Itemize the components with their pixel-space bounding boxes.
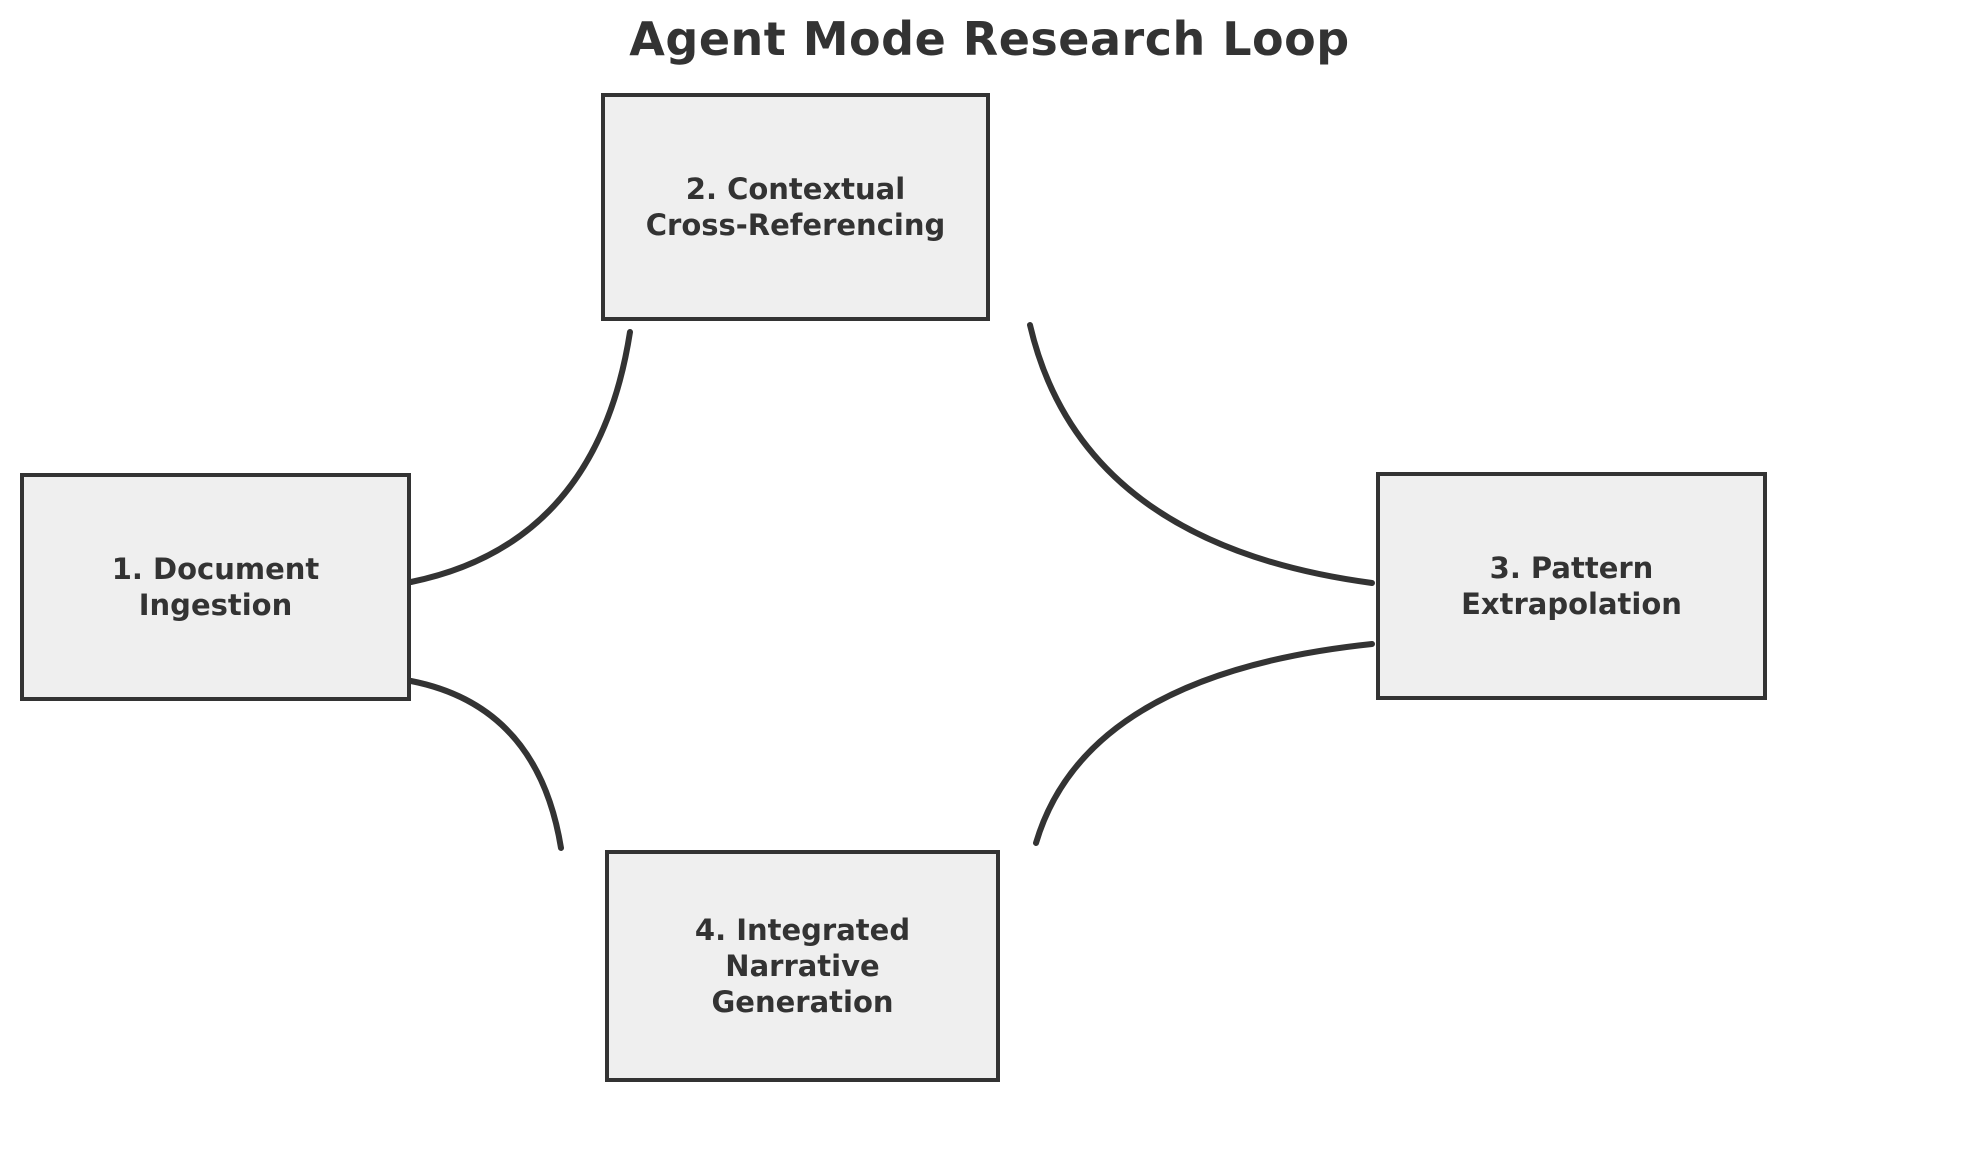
node-integrated-narrative-generation: 4. Integrated Narrative Generation [605,850,1000,1082]
edge-ingestion-to-generation [408,678,564,851]
node-contextual-cross-referencing-label: 2. Contextual Cross-Referencing [645,171,946,242]
node-document-ingestion-label: 1. Document Ingestion [111,551,320,622]
node-document-ingestion: 1. Document Ingestion [20,473,411,701]
node-pattern-extrapolation: 3. Pattern Extrapolation [1376,472,1767,700]
page-title: Agent Mode Research Loop [629,12,1350,66]
edge-ingestion-to-crossref [408,329,633,585]
edge-crossref-to-extrapolation [1027,322,1375,586]
node-pattern-extrapolation-label: 3. Pattern Extrapolation [1461,550,1682,621]
node-contextual-cross-referencing: 2. Contextual Cross-Referencing [601,93,990,321]
edge-extrapolation-to-generation [1033,641,1375,846]
node-integrated-narrative-generation-label: 4. Integrated Narrative Generation [694,912,911,1020]
